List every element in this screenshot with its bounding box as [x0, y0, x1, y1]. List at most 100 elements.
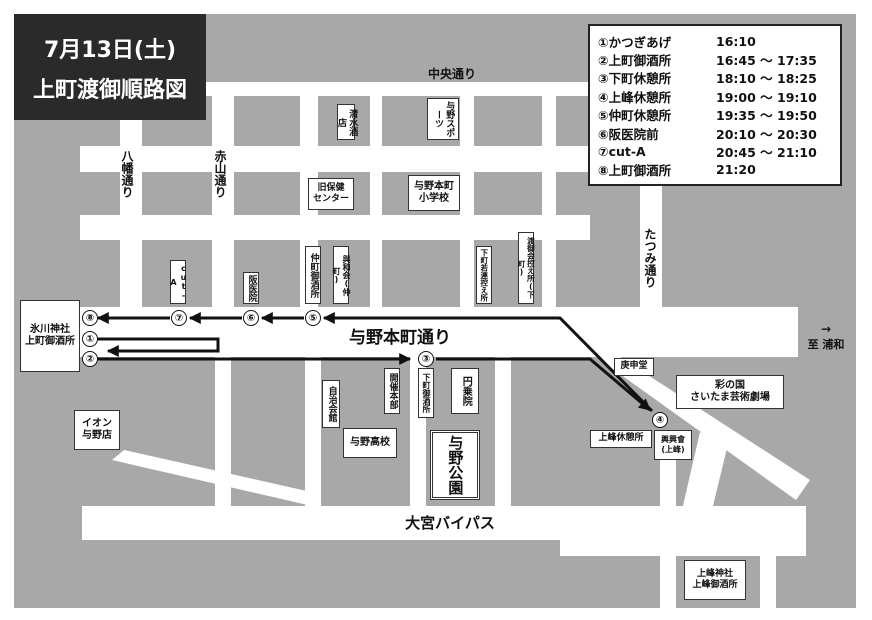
place-nakamachi-goshusho: 仲町御酒所 [305, 246, 321, 304]
stop-marker-3: ③ [418, 351, 434, 367]
route-1-2 [98, 337, 220, 357]
stop-marker-7: ⑦ [171, 310, 187, 326]
stop-marker-5: ⑤ [305, 310, 321, 326]
schedule-row: ⑥阪医院前 20:10 ～ 20:30 [598, 124, 832, 142]
road-akayama [212, 96, 234, 308]
road-omiya-bypass [82, 506, 806, 540]
schedule-row: ④上峰休憩所 19:00 ～ 19:10 [598, 87, 832, 105]
schedule-time: 20:10 ～ 20:30 [716, 126, 817, 142]
to-urawa-arrow: → [821, 322, 831, 336]
street-omiya-bypass: 大宮バイパス [405, 514, 495, 532]
schedule-time: 19:35 ～ 19:50 [716, 108, 817, 124]
place-label: 与野本町 小学校 [414, 180, 454, 205]
schedule-row: ⑦cut-A 20:45 ～ 21:10 [598, 142, 832, 160]
place-enjoin: 円乗院 [451, 368, 479, 414]
place-label: 下町御酒所 [422, 373, 431, 413]
route-3-4 [436, 357, 651, 412]
road-v5 [460, 96, 474, 308]
road-v-bottom [660, 540, 676, 610]
place-shimizu-saketen: 清水酒店 [336, 104, 358, 140]
road-diagonal-east [596, 357, 810, 500]
place-label: 旧保健 センター [312, 182, 349, 204]
place-label: 開催本部 [387, 373, 398, 409]
place-saka-iin: 阪医院 [243, 272, 259, 304]
schedule-time: 20:45 ～ 21:10 [716, 145, 817, 161]
place-label: 与野スポーツ [433, 101, 455, 137]
place-yono-sports: 与野スポーツ [427, 98, 459, 140]
street-tatsumi: たつみ通り [643, 228, 657, 288]
schedule-stop: ④上峰休憩所 [598, 89, 672, 105]
stop-marker-1: ① [82, 331, 98, 347]
place-label: 清水酒店 [336, 108, 358, 136]
place-jichikaikan: 自治会館 [322, 380, 340, 428]
place-hikawa-shrine: 氷川神社 上町御酒所 [20, 300, 80, 372]
schedule-stop: ⑥阪医院前 [598, 126, 659, 142]
road-tatsumi [640, 186, 662, 308]
stop-marker-4: ④ [652, 412, 668, 428]
road-diagonal-west [112, 450, 320, 506]
place-kaisai-honbu: 開催本部 [384, 368, 400, 414]
route [96, 312, 654, 413]
route-4-5 [322, 312, 654, 413]
schedule-stop: ⑤仲町休憩所 [598, 108, 672, 124]
place-label: 上峰神社 上峰御酒所 [692, 568, 738, 590]
schedule-time: 21:20 [716, 162, 756, 178]
title-date: 7月13日(土) [43, 38, 177, 63]
street-chuo: 中央通り [428, 66, 476, 81]
place-kamimine-rest: 上峰休憩所 [590, 430, 652, 448]
street-akayama: 赤山通り [213, 150, 227, 198]
schedule-stop: ⑧上町御酒所 [598, 163, 672, 179]
place-togyo-kai: 渡御会控え所(下町) [517, 232, 535, 304]
place-koshin-do: 庚申堂 [614, 358, 654, 376]
place-shimomachi-wakashu: 下町若連控え所 [476, 246, 492, 304]
schedule-stop: ②上町御酒所 [598, 53, 672, 69]
schedule-time: 18:10 ～ 18:25 [716, 71, 817, 87]
road-v6 [542, 96, 556, 308]
place-label: 輿興會 (上峰) [661, 435, 685, 454]
road-v-right-south [495, 357, 511, 507]
street-hachiman: 八幡通り [120, 150, 134, 198]
place-label: 彩の国 さいたま芸術劇場 [690, 379, 770, 404]
place-yono-honmachi-school: 与野本町 小学校 [408, 175, 460, 211]
place-label: 阪医院 [246, 274, 257, 302]
place-label: 與和会(仲町) [332, 254, 351, 296]
title-main: 上町渡御順路図 [32, 78, 187, 103]
place-aeon: イオン 与野店 [74, 410, 120, 450]
place-kyu-hoken-center: 旧保健 センター [308, 178, 354, 210]
road-v-bottom-2 [760, 540, 776, 610]
schedule-stop: ③下町休憩所 [598, 71, 672, 87]
place-label: 円乗院 [460, 376, 472, 406]
place-label: 与野高校 [350, 436, 390, 448]
place-label: 庚申堂 [620, 361, 648, 372]
place-yono-park: 与野公園 [430, 430, 480, 500]
place-yowakai: 與和会(仲町) [332, 246, 351, 304]
place-label: 下町若連控え所 [479, 248, 489, 302]
place-yono-high: 与野高校 [343, 428, 397, 458]
schedule-stop: ⑦cut-A [598, 144, 646, 160]
place-label: 自治会館 [326, 386, 337, 422]
to-urawa-label: 至 浦和 [808, 337, 845, 351]
place-cut-a: cut-A [169, 260, 188, 304]
schedule-row: ②上町御酒所 16:45 ～ 17:35 [598, 50, 832, 68]
road-v-left-south [215, 357, 231, 507]
schedule-stop: ①かつぎあげ [598, 34, 672, 50]
place-label: 与野公園 [446, 435, 465, 495]
place-yokokai: 輿興會 (上峰) [654, 430, 692, 460]
place-kamimine-shrine: 上峰神社 上峰御酒所 [684, 560, 746, 600]
schedule-time: 16:45 ～ 17:35 [716, 53, 817, 69]
schedule-row: ③下町休憩所 18:10 ～ 18:25 [598, 69, 832, 87]
road-v-mid-south [305, 357, 321, 507]
schedule-time: 19:00 ～ 19:10 [716, 89, 817, 105]
schedule-box: ①かつぎあげ 16:10 ②上町御酒所 16:45 ～ 17:35 ③下町休憩所 18… [588, 24, 842, 186]
road-diagonal-south [682, 432, 728, 510]
road-horizontal-3 [80, 215, 590, 240]
road-chuo [200, 82, 620, 96]
schedule-time: 16:10 [716, 33, 756, 49]
stop-marker-8: ⑧ [82, 310, 98, 326]
place-label: イオン 与野店 [82, 417, 112, 442]
road-horizontal-2 [80, 146, 590, 172]
schedule-row: ⑧上町御酒所 21:20 [598, 161, 832, 179]
place-label: 仲町御酒所 [308, 252, 319, 298]
road-hachiman [120, 96, 142, 308]
place-label: 氷川神社 上町御酒所 [25, 323, 75, 348]
